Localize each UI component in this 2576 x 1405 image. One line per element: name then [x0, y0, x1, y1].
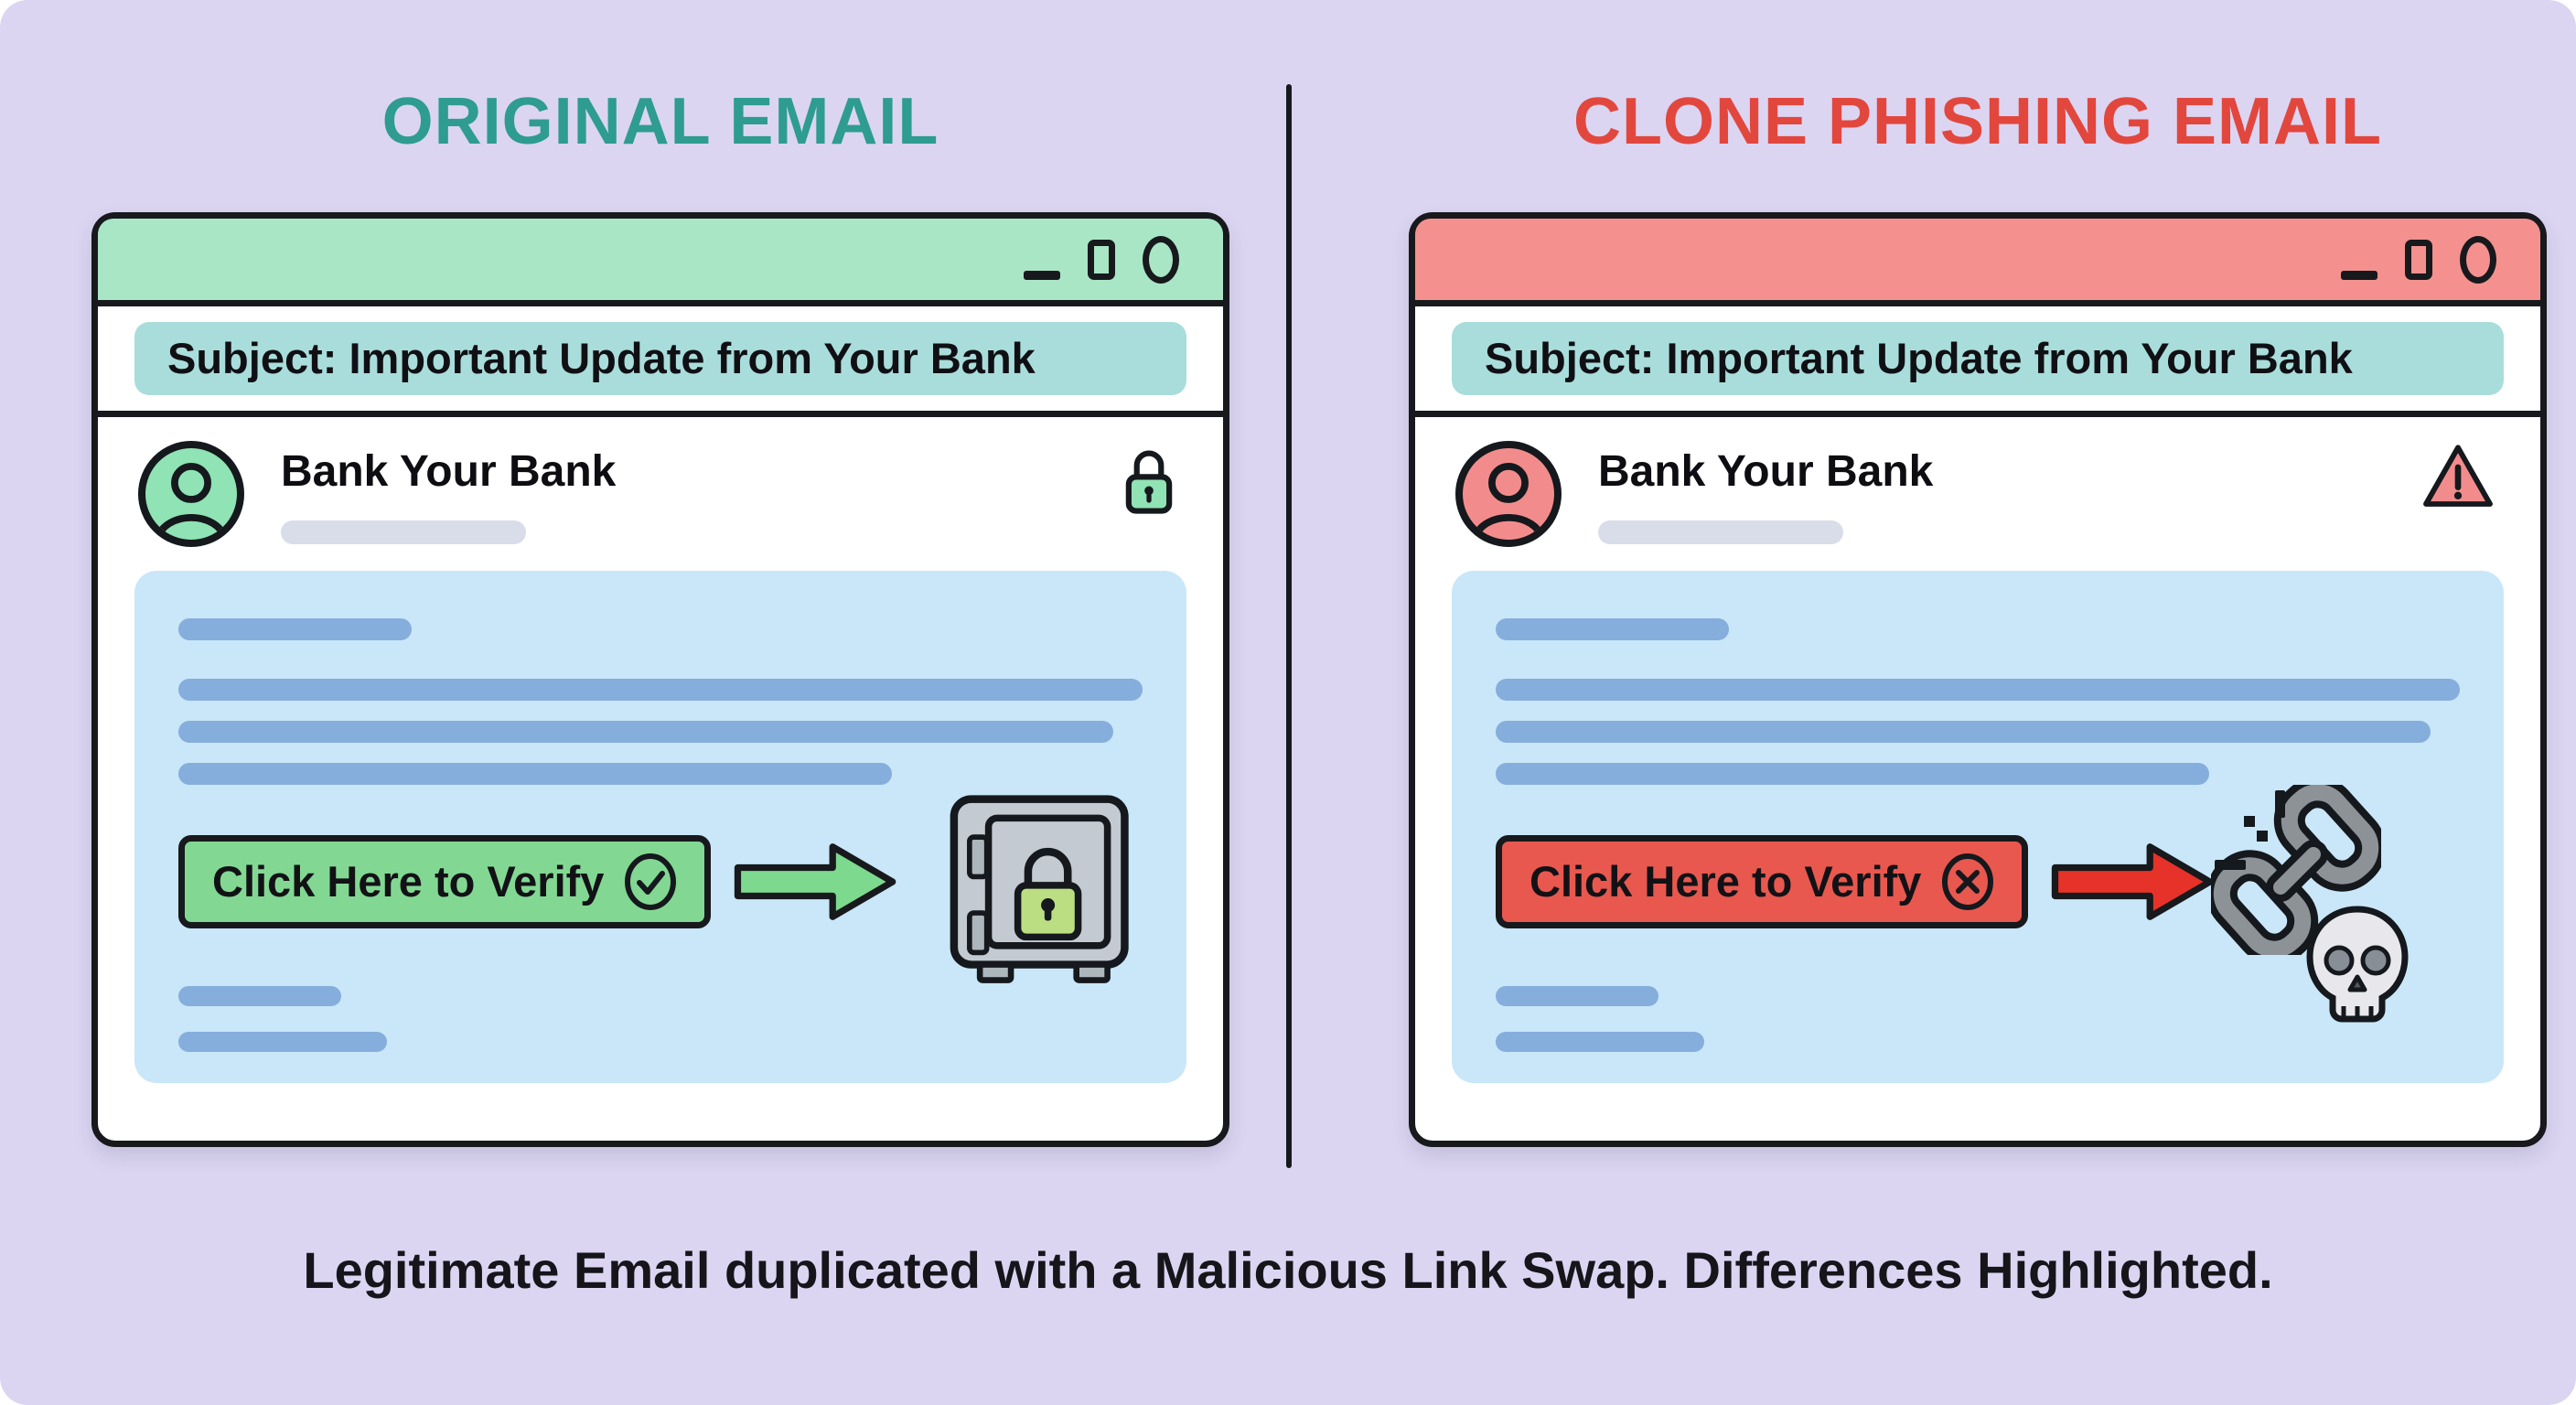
warning-triangle-icon — [2421, 443, 2495, 510]
person-icon — [153, 462, 230, 541]
sender-address-placeholder — [1598, 520, 1843, 544]
person-icon — [1470, 462, 1547, 541]
check-circle-icon — [625, 853, 677, 911]
window-titlebar — [98, 219, 1223, 306]
text-placeholder-line — [178, 986, 341, 1007]
verify-link-button[interactable]: Click Here to Verify — [178, 835, 712, 929]
original-email-title: ORIGINAL EMAIL — [381, 85, 939, 158]
avatar — [1455, 441, 1562, 548]
clone-phishing-email-title: CLONE PHISHING EMAIL — [1572, 85, 2383, 158]
window-titlebar — [1415, 219, 2540, 306]
subject-line: Subject: Important Update from Your Bank — [134, 322, 1186, 396]
avatar — [138, 441, 244, 548]
close-icon[interactable] — [1143, 235, 1179, 284]
broken-chain-icon — [2211, 785, 2381, 956]
text-placeholder-line — [1496, 986, 1658, 1007]
x-circle-icon — [1942, 853, 1994, 911]
subject-line: Subject: Important Update from Your Bank — [1452, 322, 2504, 396]
safe-vault-icon — [950, 795, 1129, 983]
sender-row: Bank Your Bank — [98, 417, 1223, 552]
arrow-right-icon — [735, 843, 896, 920]
minimize-icon[interactable] — [1024, 270, 1060, 280]
maximize-icon[interactable] — [1088, 239, 1115, 280]
text-placeholder-line — [1496, 1032, 1704, 1053]
original-email-window: Subject: Important Update from Your Bank… — [91, 212, 1229, 1147]
sender-address-placeholder — [281, 520, 526, 544]
verify-button-label: Click Here to Verify — [1530, 856, 1922, 906]
text-placeholder-line — [178, 721, 1114, 744]
maximize-icon[interactable] — [2405, 239, 2432, 280]
vertical-divider — [1286, 84, 1292, 1168]
text-placeholder-line — [178, 1032, 387, 1053]
cta-row: Click Here to Verify — [1496, 785, 2460, 1023]
cta-row: Click Here to Verify — [178, 795, 1143, 983]
minimize-icon[interactable] — [2341, 270, 2377, 280]
text-placeholder-line — [178, 763, 892, 786]
malicious-verify-link-button[interactable]: Click Here to Verify — [1496, 835, 2029, 929]
text-placeholder-line — [1496, 763, 2209, 786]
text-placeholder-line — [178, 679, 1143, 702]
sender-name: Bank Your Bank — [281, 447, 617, 497]
close-icon[interactable] — [2460, 235, 2496, 284]
skull-icon — [2306, 906, 2409, 1023]
text-placeholder-line — [178, 618, 412, 641]
sender-name: Bank Your Bank — [1598, 447, 1934, 497]
sender-row: Bank Your Bank — [1415, 417, 2540, 552]
subject-strip: Subject: Important Update from Your Bank — [1415, 306, 2540, 418]
lock-icon — [1121, 443, 1177, 516]
caption: Legitimate Email duplicated with a Malic… — [303, 1241, 2273, 1299]
clone-phishing-window: Subject: Important Update from Your Bank… — [1409, 212, 2547, 1147]
email-body: Click Here to Verify — [134, 571, 1186, 1084]
email-body: Click Here to Verify — [1452, 571, 2504, 1084]
text-placeholder-line — [1496, 679, 2460, 702]
text-placeholder-line — [1496, 618, 1729, 641]
text-placeholder-line — [1496, 721, 2431, 744]
arrow-right-icon — [2052, 843, 2214, 920]
subject-strip: Subject: Important Update from Your Bank — [98, 306, 1223, 418]
verify-button-label: Click Here to Verify — [212, 856, 605, 906]
